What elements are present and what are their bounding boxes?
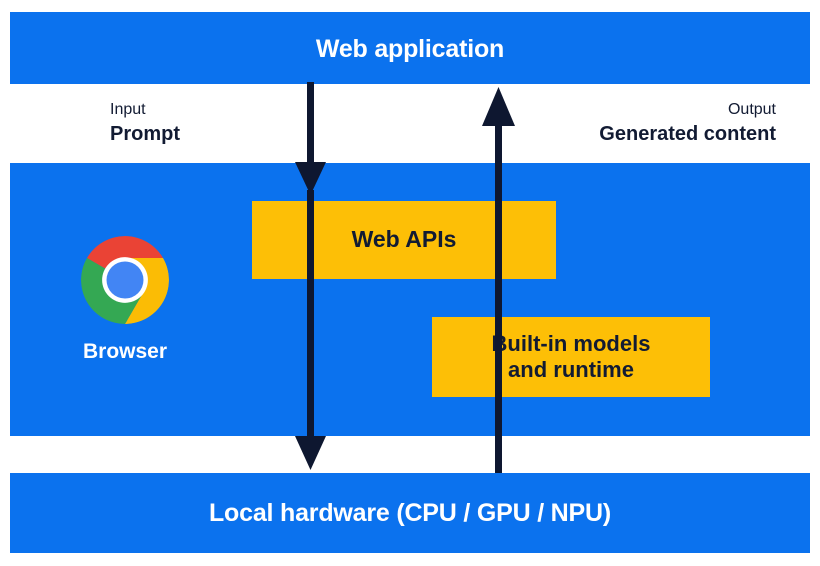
input-value-text: Prompt	[110, 123, 180, 145]
layer-web-application: Web application	[10, 12, 810, 84]
built-in-label-line1: Built-in models	[491, 331, 651, 357]
input-flow-label: Input Prompt	[110, 100, 180, 147]
web-apis-label: Web APIs	[351, 226, 457, 253]
chrome-logo-icon	[81, 236, 169, 324]
built-in-label-line2: and runtime	[508, 357, 634, 382]
output-value-text: Generated content	[599, 123, 776, 145]
input-kind-text: Input	[110, 101, 146, 118]
arrow-down-icon	[295, 82, 326, 470]
arrow-up-icon	[482, 87, 515, 474]
web-application-label: Web application	[315, 35, 505, 63]
component-built-in-models[interactable]: Built-in models and runtime	[432, 317, 710, 397]
layer-local-hardware: Local hardware (CPU / GPU / NPU)	[10, 473, 810, 553]
browser-label: Browser	[82, 340, 168, 363]
local-hardware-label: Local hardware (CPU / GPU / NPU)	[208, 499, 611, 527]
output-flow-label: Output Generated content	[599, 100, 776, 147]
output-kind-text: Output	[727, 101, 776, 118]
component-web-apis[interactable]: Web APIs	[252, 201, 556, 279]
